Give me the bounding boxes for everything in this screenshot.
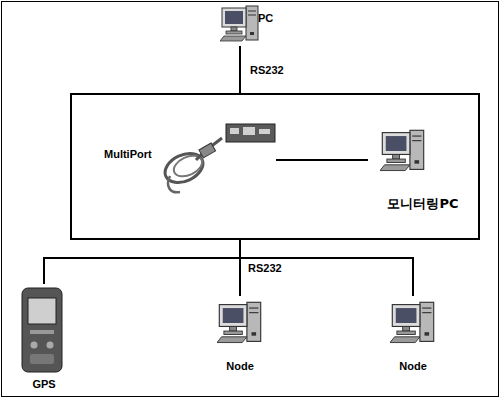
connector-line (239, 46, 241, 93)
connector-line (276, 159, 368, 161)
node-label: 모니터링PC (387, 197, 458, 212)
node-label: Node (226, 360, 254, 373)
connector-line (240, 240, 413, 296)
node-label: GPS (32, 378, 55, 391)
pc-node: PC (214, 2, 288, 46)
pc-icon (220, 6, 258, 41)
gps-device (22, 288, 62, 372)
node-label: MultiPort (104, 148, 152, 161)
board-icon (226, 124, 275, 142)
system-box: MultiPort 모니터링PC (70, 93, 480, 240)
multiport-node: MultiPort (98, 120, 276, 202)
node-label: PC (258, 12, 273, 25)
multiport-cable (160, 138, 222, 192)
monitoring-pc-node: 모니터링PC (368, 124, 478, 218)
edge-label: RS232 (248, 64, 286, 77)
pc-icon (390, 302, 434, 342)
pc-icon (380, 130, 424, 170)
device-node: Node (205, 296, 275, 378)
edge-label: RS232 (246, 262, 284, 275)
node-label: Node (399, 360, 427, 373)
gps-node: GPS (14, 284, 74, 395)
device-node: Node (378, 296, 448, 378)
pc-icon (217, 302, 261, 342)
connector-line (44, 240, 240, 284)
